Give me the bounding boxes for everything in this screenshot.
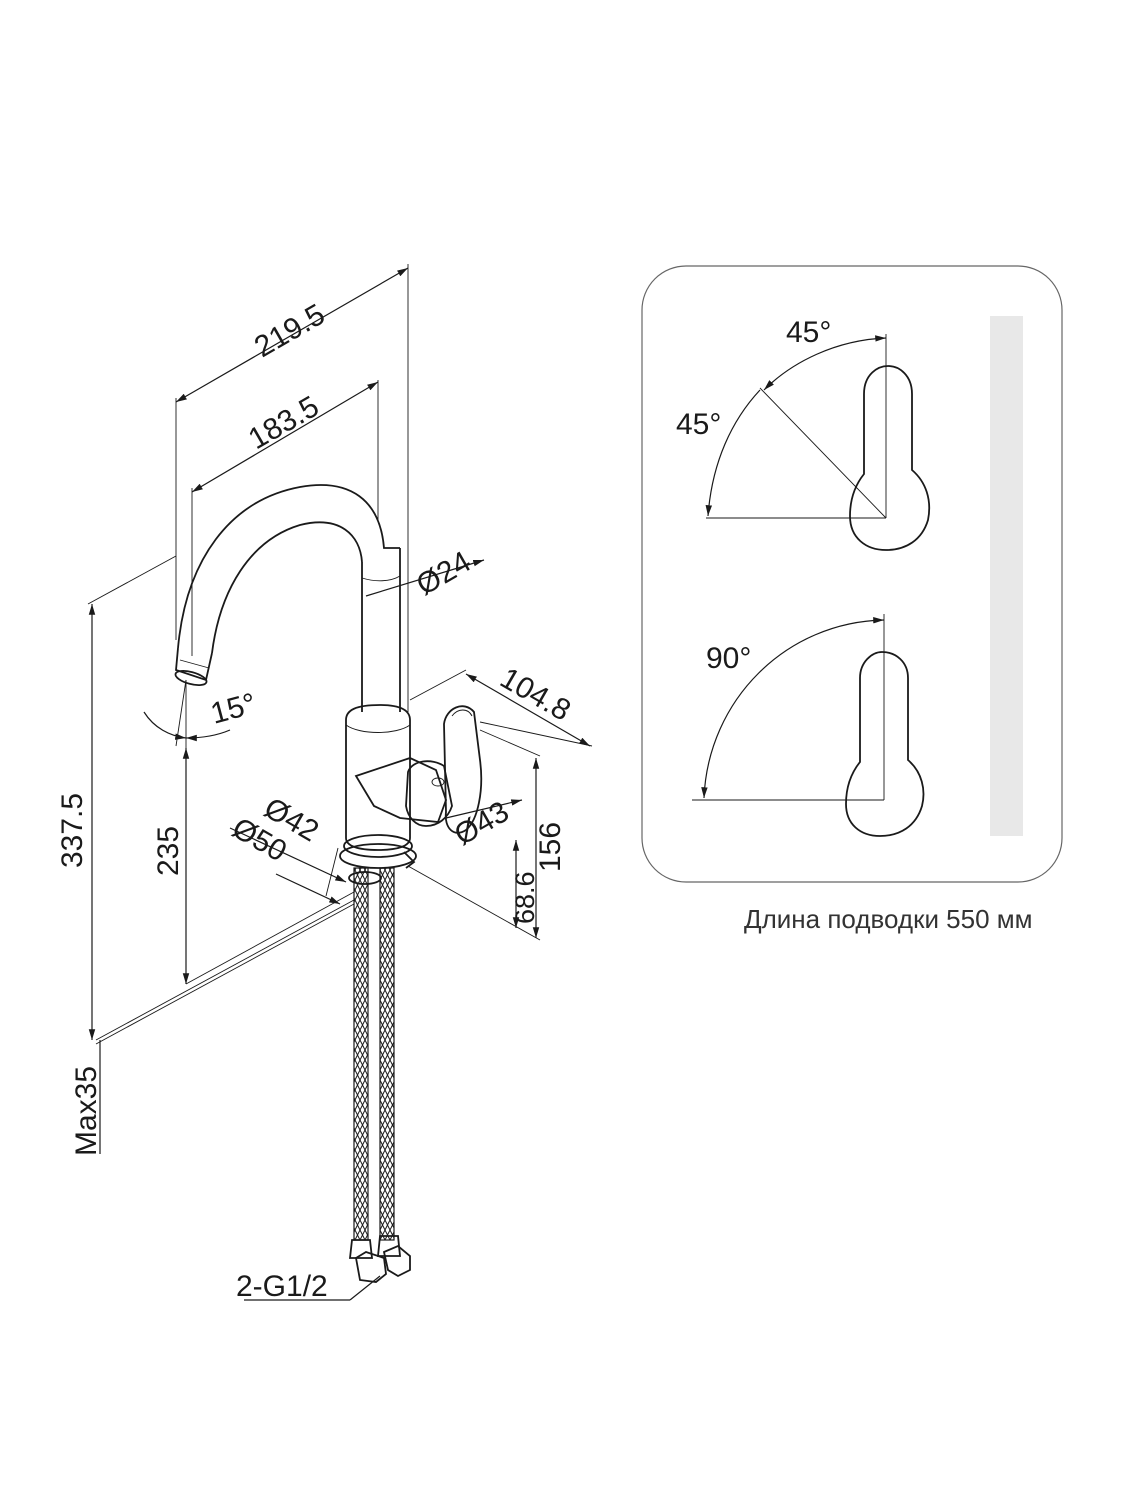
dim-diameter-24: Ø24	[411, 545, 477, 602]
rotation-panel: 45° 45° 90°	[641, 265, 1063, 883]
faucet-outline	[174, 484, 483, 1283]
rotation-panel-frame	[641, 265, 1063, 883]
hose-length-caption: Длина подводки 550 мм	[744, 904, 1033, 934]
fitting-right	[377, 1235, 401, 1257]
hose-left	[353, 867, 369, 1241]
dim-219-5: 219.5	[249, 298, 331, 364]
lever-bottom	[845, 651, 925, 837]
dim-68-6: 68.6	[510, 871, 540, 924]
dim-235: 235	[152, 826, 185, 876]
dim-104-8: 104.8	[495, 661, 577, 727]
dim-max35: Max35	[70, 1066, 103, 1156]
dim-337-5: 337.5	[56, 793, 89, 868]
dimension-labels: 219.5 183.5 Ø24 104.8 15° 337.5 235 Ø42 …	[56, 298, 576, 1303]
lever-top	[849, 365, 931, 551]
dimension-lines	[87, 264, 593, 1301]
dim-15-degrees: 15°	[207, 687, 259, 731]
angle-bottom: 90°	[706, 642, 751, 675]
hose-right	[379, 867, 395, 1241]
angle-top-2: 45°	[676, 408, 721, 441]
side-bar	[990, 316, 1023, 836]
dim-156: 156	[534, 822, 567, 872]
dim-183-5: 183.5	[243, 390, 325, 456]
dim-thread-2-g1-2: 2-G1/2	[236, 1270, 328, 1303]
angle-top-1: 45°	[786, 316, 831, 349]
fitting-left	[348, 1239, 374, 1259]
